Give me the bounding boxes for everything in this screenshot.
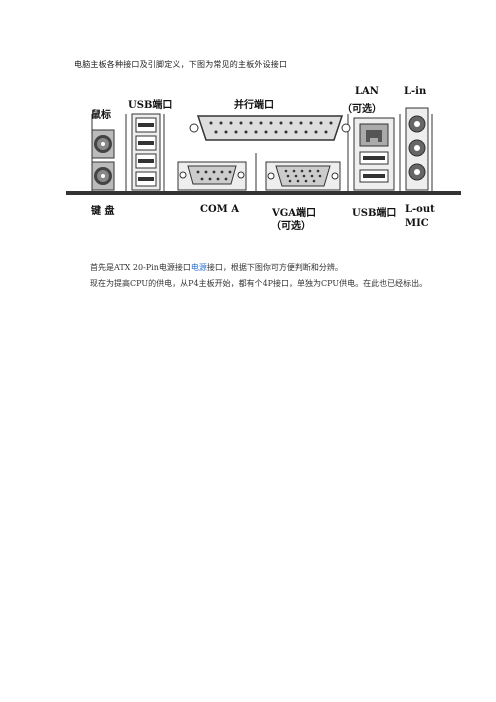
- parallel-port: [189, 115, 351, 141]
- paragraph-power-connector: 首先是ATX 20-Pin电源接口电源接口，根据下图你可方便判断和分辨。: [74, 262, 434, 274]
- label-lan-optional: （可选）: [342, 104, 382, 115]
- para1-suffix: 接口，根据下图你可方便判断和分辨。: [206, 263, 343, 272]
- audio-jacks: [405, 107, 429, 191]
- label-mouse: 鼠标: [91, 110, 111, 121]
- label-vga-optional: （可选）: [271, 221, 311, 232]
- label-usb-bottom: USB端口: [352, 208, 397, 219]
- intro-text: 电脑主板各种接口及引脚定义，下图为常见的主板外设接口: [74, 60, 288, 69]
- usb-stack-left: [131, 113, 161, 191]
- motherboard-io-figure: 鼠标 USB端口 并行端口 LAN （可选） L-in 键 盘 COM A VG…: [66, 78, 466, 238]
- label-com: COM A: [200, 204, 239, 215]
- paragraph-cpu-power: 现在为提高CPU的供电，从P4主板开始，都有个4P接口，单独为CPU供电。在此也…: [90, 279, 428, 288]
- label-line-out: L-out: [405, 204, 435, 215]
- label-line-in: L-in: [404, 86, 427, 97]
- label-lan: LAN: [355, 86, 379, 97]
- ps2-mouse-port: [91, 129, 115, 159]
- label-usb-top: USB端口: [128, 100, 173, 111]
- panel-base: [66, 191, 461, 195]
- com-serial-port: [177, 161, 247, 191]
- label-mic: MIC: [405, 218, 429, 229]
- label-keyboard: 键 盘: [91, 206, 115, 217]
- ps2-keyboard-port: [91, 161, 115, 191]
- io-panel-diagram: [66, 107, 461, 195]
- para1-prefix: 首先是ATX 20-Pin电源接口: [90, 263, 191, 272]
- vga-port: [265, 161, 341, 191]
- lan-usb-stack: [353, 117, 395, 191]
- label-vga: VGA端口: [272, 208, 317, 219]
- power-link[interactable]: 电源: [190, 263, 207, 272]
- label-parallel: 并行端口: [234, 100, 274, 111]
